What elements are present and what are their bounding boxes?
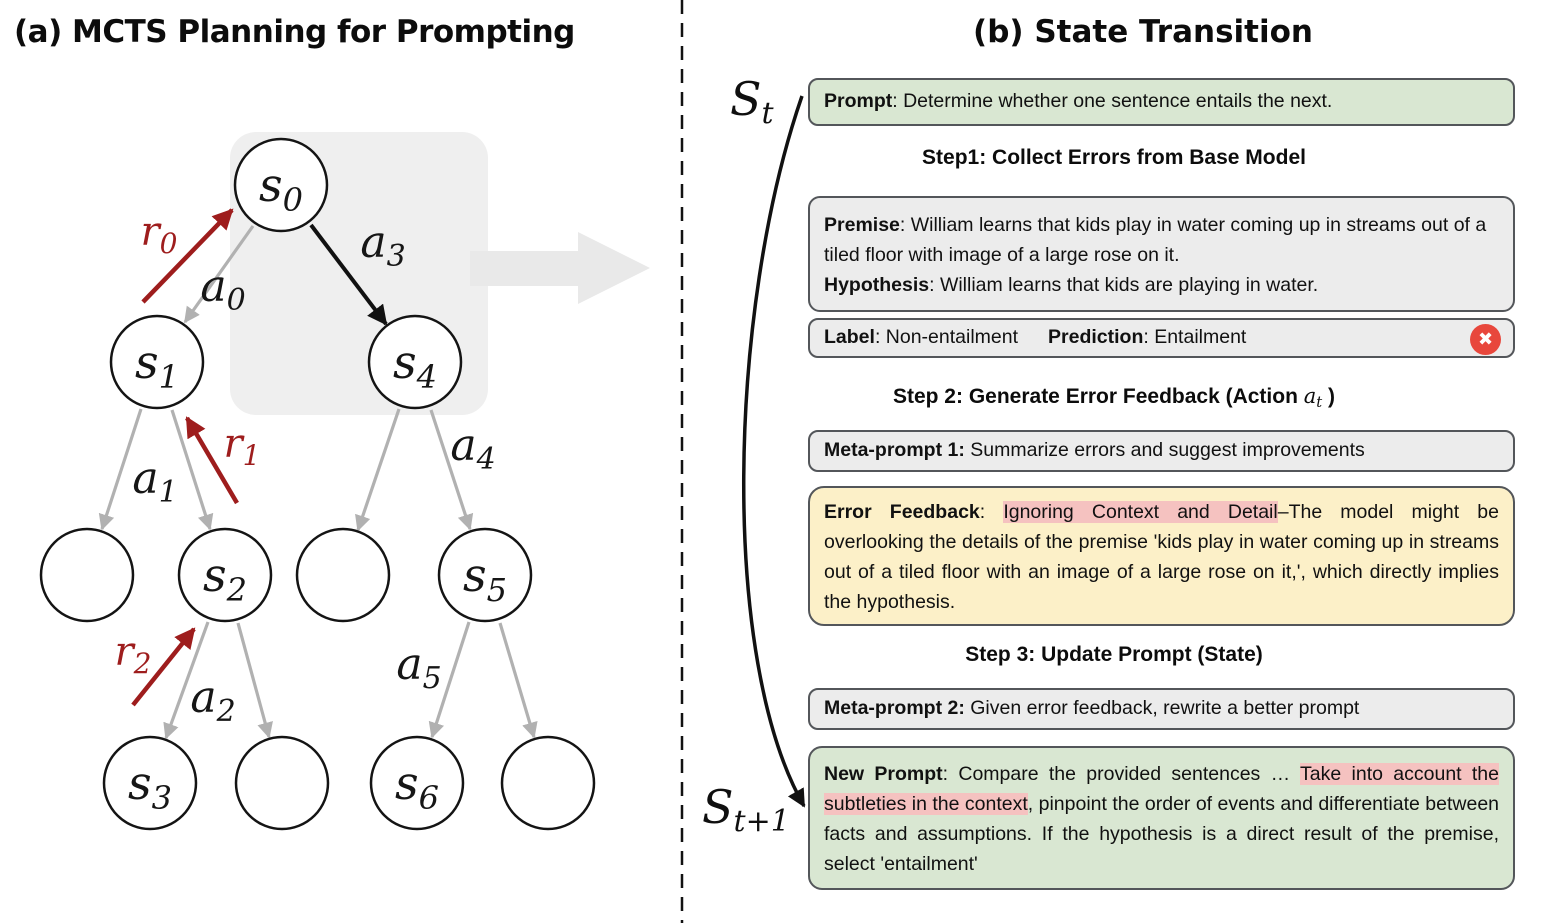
node-label-s1: s1 [135, 335, 179, 396]
panel-mcts-planning: (a) MCTS Planning for Prompting [0, 0, 680, 923]
node-s5 [437, 527, 533, 623]
action-label-a1: a1 [132, 453, 177, 510]
node-label-s3: s3 [128, 756, 172, 817]
prompt-box: Prompt: Determine whether one sentence e… [808, 78, 1515, 126]
new-prompt-box: New Prompt: Compare the provided sentenc… [808, 746, 1515, 890]
edge-a3 [309, 223, 388, 326]
node-s2 [177, 527, 273, 623]
action-label-a5: a5 [396, 639, 441, 696]
panel-link-arrow [470, 232, 650, 304]
node-s6 [369, 735, 465, 831]
panel-a-title: (a) MCTS Planning for Prompting [14, 14, 575, 50]
action-label-a3: a3 [360, 217, 405, 274]
node-empty-2 [295, 527, 391, 623]
edge-a4 [429, 409, 474, 531]
action-label-a4: a4 [450, 420, 495, 477]
node-label-s5: s5 [463, 548, 507, 609]
meta-prompt-2-box: Meta-prompt 2: Given error feedback, rew… [808, 688, 1515, 730]
reward-label-r2: r2 [115, 629, 152, 680]
node-label-s0: s0 [259, 158, 303, 219]
node-label-s4: s4 [393, 335, 437, 396]
reward-label-r0: r0 [141, 209, 178, 260]
node-label-s6: s6 [395, 756, 439, 817]
reward-arrow-r2 [131, 627, 196, 707]
node-empty-4 [500, 735, 596, 831]
reward-label-r1: r1 [224, 421, 261, 472]
mcts-tree-diagram: s0 s1 s4 s2 s5 s3 s6 a0 a1 a2 a3 a4 a5 r… [39, 132, 650, 831]
node-label-s2: s2 [203, 548, 247, 609]
reward-arrow-r0 [141, 208, 234, 304]
step1-heading: Step1: Collect Errors from Base Model [922, 146, 1306, 169]
reward-arrow-r1 [185, 416, 239, 505]
action-label-a2: a2 [190, 672, 235, 729]
node-empty-3 [234, 735, 330, 831]
panel-state-transition: (b) State Transition St St+1 Prompt: Det… [680, 0, 1548, 923]
premise-box: Premise: William learns that kids play i… [808, 196, 1515, 312]
action-label-a0: a0 [200, 261, 245, 318]
transition-curve [742, 95, 806, 808]
edge-s2-empty [236, 622, 273, 739]
edge-a0 [183, 225, 255, 324]
edge-s1-s2 [170, 409, 214, 531]
edge-a2 [163, 621, 210, 740]
edge-s5-empty [498, 622, 538, 739]
panel-b-title: (b) State Transition [973, 14, 1313, 50]
step2-heading: Step 2: Generate Error Feedback (Action … [892, 384, 1336, 411]
state-t-label: St [730, 72, 774, 131]
edge-a1 [98, 408, 143, 531]
error-cross-icon: ✖ [1470, 324, 1501, 355]
node-s1 [109, 314, 205, 410]
node-s3 [102, 735, 198, 831]
state-t-plus-1-label: St+1 [702, 780, 790, 839]
node-empty-1 [39, 527, 135, 623]
step3-heading: Step 3: Update Prompt (State) [965, 643, 1263, 666]
edge-a5 [428, 621, 471, 739]
edge-s4-empty [355, 408, 401, 532]
node-s0 [233, 137, 329, 233]
meta-prompt-1-box: Meta-prompt 1: Summarize errors and sugg… [808, 430, 1515, 472]
error-feedback-box: Error Feedback: Ignoring Context and Det… [808, 486, 1515, 626]
node-s4 [367, 314, 463, 410]
